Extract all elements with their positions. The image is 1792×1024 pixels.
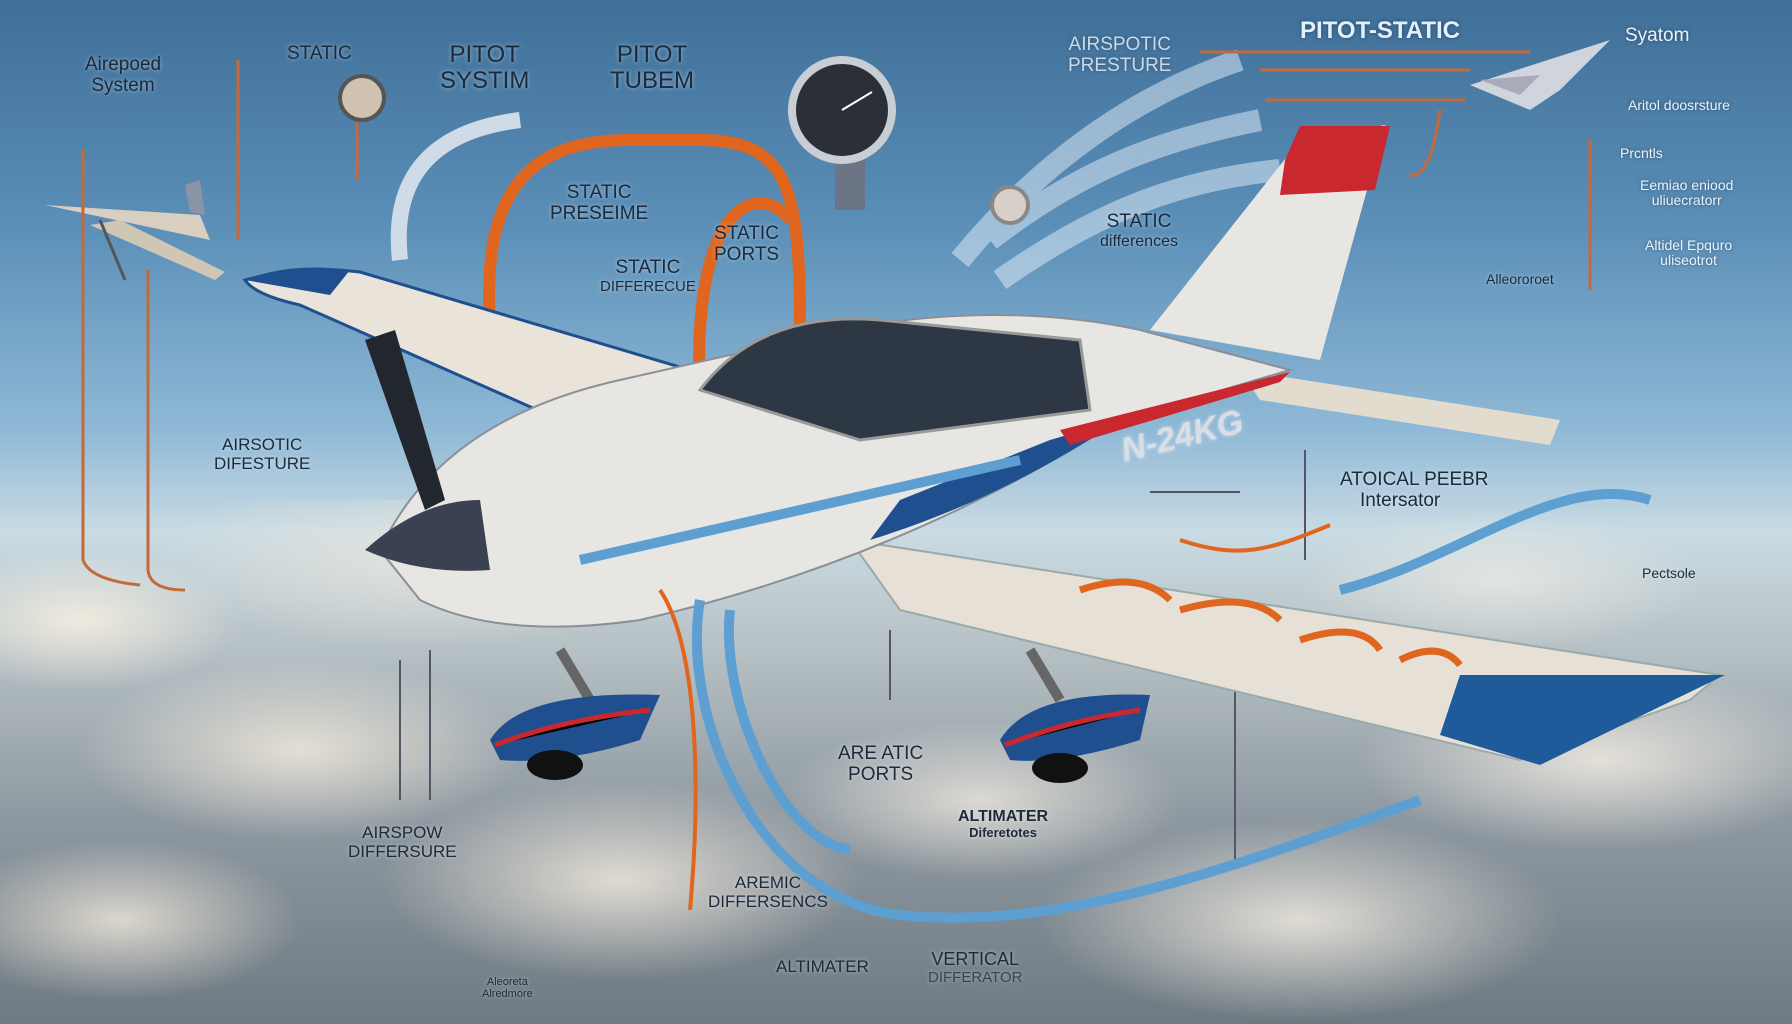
label-pectsole: Pectsole bbox=[1642, 565, 1696, 581]
horizontal-stabilizer bbox=[1240, 370, 1560, 445]
label-line: VERTICAL bbox=[931, 949, 1020, 969]
label-line: Eemiao eniood bbox=[1640, 177, 1734, 193]
leader-lines bbox=[81, 50, 1592, 592]
pitot-tube-pipe bbox=[390, 112, 521, 261]
label-line: PORTS bbox=[714, 243, 780, 265]
label-line: PITOT bbox=[449, 41, 520, 68]
label-line: STATIC bbox=[714, 223, 779, 244]
label-line: DIFFERSURE bbox=[348, 841, 457, 861]
label-line: PRESEIME bbox=[550, 202, 649, 224]
label-line: differences bbox=[1100, 232, 1178, 250]
gauge-icon bbox=[338, 74, 386, 122]
label-line: ALTIMATER bbox=[958, 808, 1049, 825]
small-plane-icon-left bbox=[45, 180, 225, 281]
label-line: AREMIC bbox=[734, 873, 802, 892]
small-plane-icon-right bbox=[1470, 40, 1610, 110]
landing-gear-left bbox=[490, 647, 660, 780]
canopy bbox=[697, 317, 1092, 442]
propeller-spinner bbox=[365, 500, 490, 571]
label-line: ATOICAL PEEBR bbox=[1340, 469, 1489, 490]
label-line: DIFFERECUE bbox=[600, 277, 696, 295]
label-line: Alredmore bbox=[482, 988, 533, 1001]
label-line: STATIC bbox=[1106, 211, 1172, 232]
label-line: PRESTURE bbox=[1068, 54, 1172, 76]
label-line: AIRSPOW bbox=[362, 823, 443, 842]
landing-gear-right bbox=[1000, 647, 1150, 783]
label-line: AIRSOTIC bbox=[222, 435, 303, 454]
label-line: Airepoed bbox=[85, 54, 162, 75]
label-line: AIRSPOTIC bbox=[1068, 34, 1171, 55]
blue-tubes bbox=[578, 455, 1652, 923]
label-line: System bbox=[91, 74, 155, 96]
label-line: STATIC bbox=[566, 182, 632, 203]
label-line: PITOT bbox=[616, 41, 688, 68]
label-right-2: Prcntls bbox=[1620, 145, 1663, 161]
pressure-gauge-icon bbox=[788, 56, 896, 210]
label-line: uliseotrot bbox=[1660, 252, 1717, 269]
label-line: Aleoreta bbox=[486, 976, 528, 988]
label-line: Diferetotes bbox=[969, 824, 1037, 840]
label-line: ARE ATIC bbox=[838, 743, 924, 764]
label-line: TUBEM bbox=[610, 67, 694, 95]
pitot-tubes bbox=[483, 134, 806, 401]
label-right-5: Alleororoet bbox=[1486, 271, 1554, 287]
label-line: Altidel Epquro bbox=[1645, 237, 1733, 253]
label-line: STATIC bbox=[615, 257, 681, 278]
label-line: DIFFERATOR bbox=[928, 968, 1023, 986]
propeller-blade bbox=[365, 330, 445, 510]
label-right-1: Aritol doosrsture bbox=[1628, 97, 1730, 113]
diagram-title-suffix: Syatom bbox=[1625, 25, 1690, 46]
label-line: DIFFERSENCS bbox=[708, 891, 828, 911]
label-line: SYSTIM bbox=[440, 67, 530, 95]
label-altimater-bottom: ALTIMATER bbox=[776, 957, 869, 976]
label-line: PORTS bbox=[848, 763, 914, 785]
label-line: DIFESTURE bbox=[214, 453, 311, 473]
label-line: uliuecratorr bbox=[1651, 192, 1722, 209]
label-static-top: STATIC bbox=[287, 43, 352, 64]
label-line: Intersator bbox=[1360, 489, 1441, 511]
diagram-title: PITOT-STATIC bbox=[1300, 17, 1460, 44]
gauge-icon bbox=[990, 185, 1030, 225]
